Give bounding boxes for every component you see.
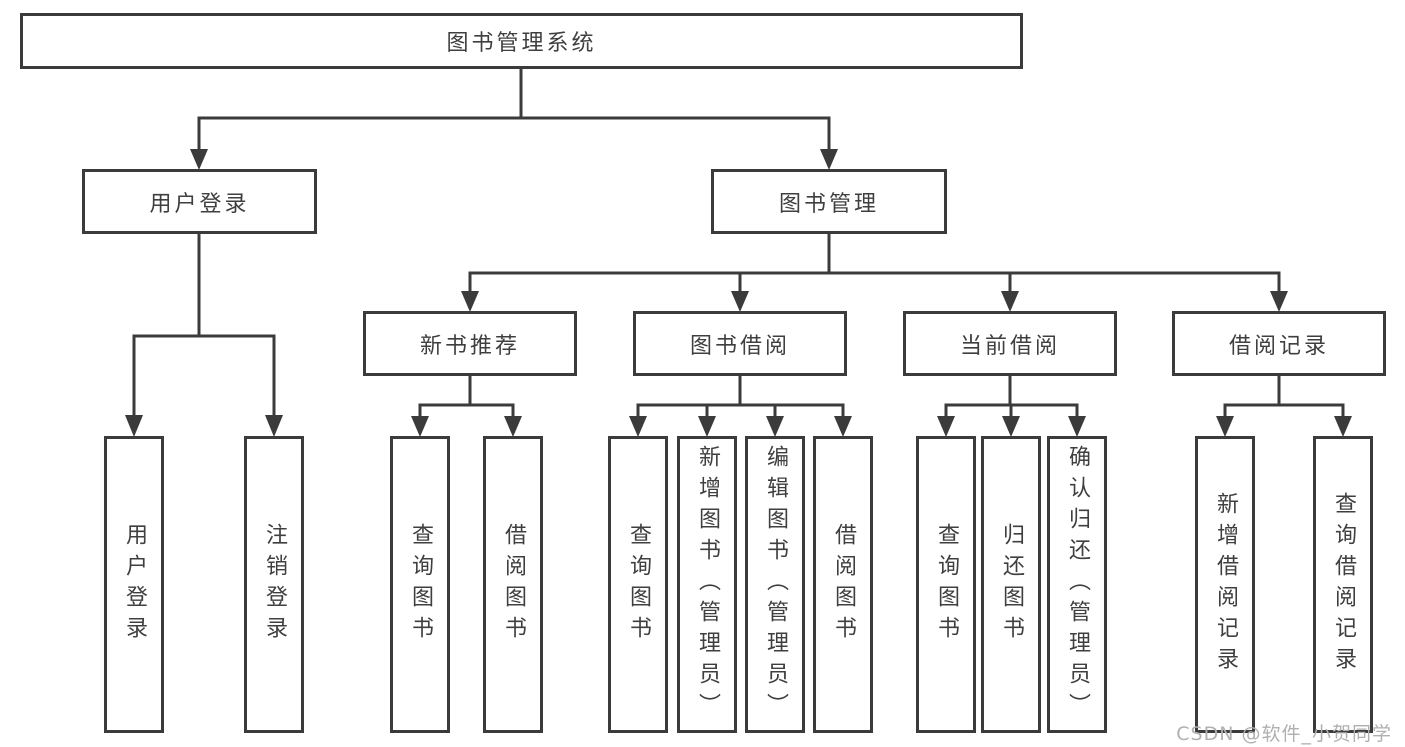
leaf-logout-login: 注销登录: [244, 436, 304, 733]
leaf-edit-book-admin: 编辑图书（管理员）: [745, 436, 805, 733]
leaf-label: 归还图书: [999, 522, 1024, 647]
node-book-borrow: 图书借阅: [633, 311, 847, 376]
node-user-login: 用户登录: [82, 169, 317, 234]
leaf-label: 注销登录: [262, 522, 287, 647]
node-book-management: 图书管理: [711, 169, 947, 234]
leaf-borrow-books-recommend: 借阅图书: [483, 436, 543, 733]
leaf-user-login: 用户登录: [104, 436, 164, 733]
leaf-borrow-books: 借阅图书: [813, 436, 873, 733]
node-label: 当前借阅: [959, 333, 1060, 359]
leaf-label: 借阅图书: [501, 522, 526, 647]
leaf-query-borrow-record: 查询借阅记录: [1313, 436, 1373, 733]
leaf-label: 编辑图书（管理员）: [763, 445, 788, 724]
node-new-book-recommend: 新书推荐: [363, 311, 577, 376]
node-label: 图书管理: [778, 191, 879, 217]
leaf-label: 借阅图书: [831, 522, 856, 647]
leaf-return-books: 归还图书: [981, 436, 1041, 733]
leaf-label: 查询借阅记录: [1331, 491, 1356, 678]
node-library-management-system: 图书管理系统: [20, 13, 1023, 69]
leaf-add-book-admin: 新增图书（管理员）: [677, 436, 737, 733]
leaf-label: 新增借阅记录: [1213, 491, 1238, 678]
node-label: 用户登录: [149, 191, 250, 217]
node-label: 新书推荐: [419, 333, 520, 359]
leaf-query-books-current: 查询图书: [916, 436, 976, 733]
node-label: 图书借阅: [689, 333, 790, 359]
leaf-label: 查询图书: [626, 522, 651, 647]
node-label: 图书管理系统: [446, 31, 597, 56]
leaf-label: 查询图书: [408, 522, 433, 647]
leaf-query-books-recommend: 查询图书: [390, 436, 450, 733]
csdn-watermark: CSDN @软件_小贺同学: [1176, 723, 1392, 745]
leaf-label: 用户登录: [122, 522, 147, 647]
leaf-label: 新增图书（管理员）: [695, 445, 720, 724]
leaf-label: 查询图书: [934, 522, 959, 647]
node-borrow-records: 借阅记录: [1172, 311, 1386, 376]
leaf-confirm-return-admin: 确认归还（管理员）: [1047, 436, 1107, 733]
leaf-query-books-borrow: 查询图书: [608, 436, 668, 733]
node-current-borrow: 当前借阅: [903, 311, 1117, 376]
node-label: 借阅记录: [1228, 333, 1329, 359]
leaf-add-borrow-record: 新增借阅记录: [1195, 436, 1255, 733]
leaf-label: 确认归还（管理员）: [1065, 445, 1090, 724]
